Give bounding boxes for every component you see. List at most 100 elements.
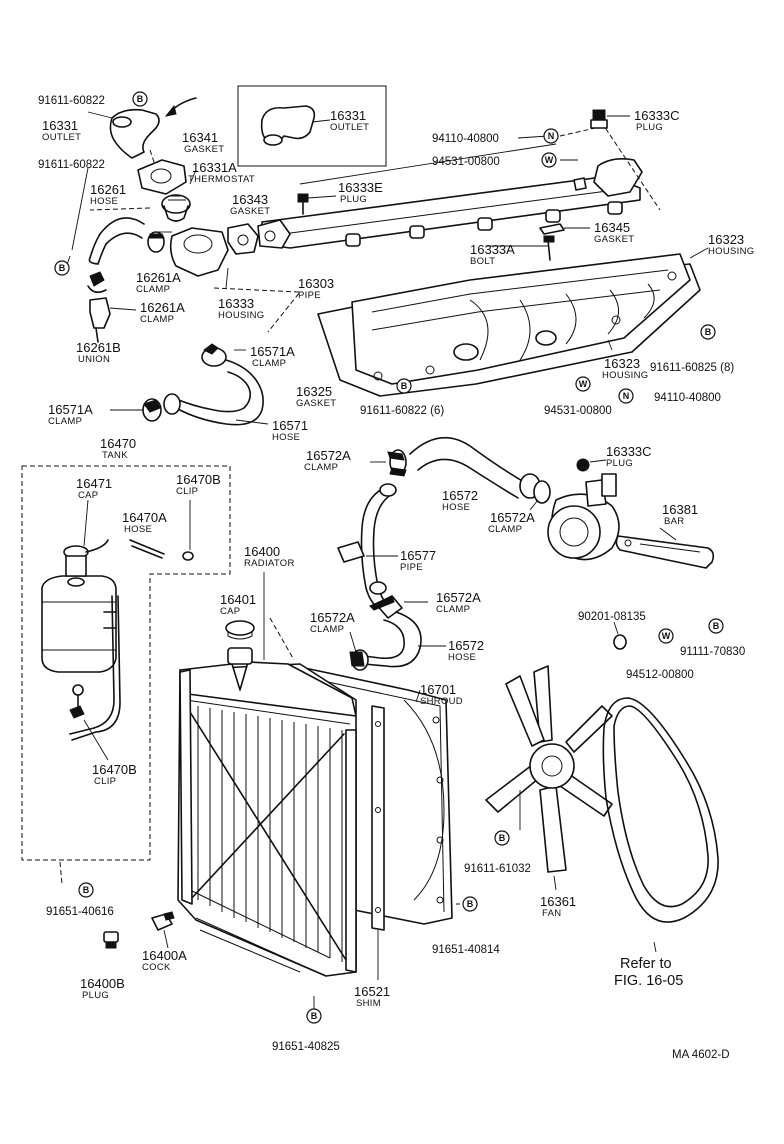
name-16333a: BOLT (470, 256, 495, 267)
label-9165140814: 91651-40814 (432, 944, 500, 956)
union-16261b (89, 297, 137, 343)
name-16331-outlet: OUTLET (42, 132, 81, 143)
svg-text:N: N (623, 391, 630, 401)
label-16381: 16381 (662, 502, 698, 517)
label-16303: 16303 (298, 276, 334, 291)
label-16572a-3: 16572A (436, 590, 481, 605)
hose-16572-upper (370, 436, 551, 511)
name-16400b: PLUG (82, 990, 109, 1001)
label-16343: 16343 (232, 192, 268, 207)
name-16572a-1: CLAMP (304, 462, 338, 473)
badge-b-fan: B (494, 830, 510, 846)
label-9161161032: 91611-61032 (464, 863, 531, 875)
name-16333c-b: PLUG (606, 458, 633, 469)
label-9161160825: 91611-60825 (8) (650, 362, 734, 374)
label-16572-1: 16572 (442, 488, 478, 503)
badge-b-bottom: B (306, 1008, 322, 1024)
label-16331-outlet: 16331 (42, 118, 78, 133)
name-16400: RADIATOR (244, 558, 295, 569)
label-16400b: 16400B (80, 976, 125, 991)
name-16571a-2: CLAMP (48, 416, 82, 427)
name-16572-2: HOSE (448, 652, 476, 663)
label-9020108135: 90201-08135 (578, 611, 646, 623)
label-16701: 16701 (420, 682, 456, 697)
reserve-tank (41, 499, 117, 707)
top-right-leaders (299, 135, 578, 247)
water-pump (547, 458, 620, 561)
label-16333e: 16333E (338, 180, 383, 195)
shim-16521 (371, 705, 385, 980)
clip-16470b (69, 500, 191, 761)
tank-group-frame (21, 465, 231, 861)
label-16331a: 16331A (192, 160, 237, 175)
label-9411040800-b: 94110-40800 (654, 392, 721, 404)
name-16471: CAP (78, 490, 98, 501)
name-16521: SHIM (356, 998, 381, 1009)
svg-text:B: B (705, 327, 712, 337)
radiator-16400 (177, 572, 357, 977)
washer-90201 (613, 621, 627, 650)
label-9165140616: 91651-40616 (46, 906, 114, 918)
label-16577: 16577 (400, 548, 436, 563)
name-16400a: COCK (142, 962, 171, 973)
cap-16401 (225, 620, 255, 640)
label-16325: 16325 (296, 384, 332, 399)
label-16261: 16261 (90, 182, 126, 197)
svg-text:N: N (548, 131, 555, 141)
label-9161160822-mid: 91611-60822 (38, 159, 105, 171)
label-16571a-2: 16571A (48, 402, 93, 417)
label-16471: 16471 (76, 476, 112, 491)
label-16361: 16361 (540, 894, 576, 909)
svg-text:B: B (137, 94, 144, 104)
housing-16333 (169, 223, 259, 277)
name-16333: HOUSING (218, 310, 264, 321)
svg-text:W: W (545, 155, 554, 165)
name-16325: GASKET (296, 398, 336, 409)
svg-text:B: B (401, 381, 408, 391)
name-16401: CAP (220, 606, 240, 617)
name-16577: PIPE (400, 562, 423, 573)
label-16331-inset: 16331 (330, 108, 366, 123)
hose-16261 (88, 217, 165, 265)
name-16261a-1: CLAMP (136, 284, 170, 295)
name-16331-inset: OUTLET (330, 122, 369, 133)
badge-b-left: B (54, 260, 70, 276)
name-16572a-3: CLAMP (436, 604, 470, 615)
name-16261b: UNION (78, 354, 110, 365)
name-16331a: THERMOSTAT (188, 174, 255, 185)
pipe-16577 (337, 483, 398, 609)
name-16261: HOSE (90, 196, 118, 207)
label-9453100800-b: 94531-00800 (544, 405, 612, 417)
part-labels: 91611-60822 16331 OUTLET 91611-60822 163… (38, 95, 754, 1061)
label-9165140825: 91651-40825 (272, 1041, 340, 1053)
label-16345: 16345 (594, 220, 630, 235)
cock-16400a (151, 911, 175, 949)
hose-16470a (69, 539, 194, 741)
tank-leader (59, 861, 63, 885)
gasket-16341 (137, 159, 187, 195)
svg-text:B: B (713, 621, 720, 631)
svg-text:B: B (467, 899, 474, 909)
refer-to-text: Refer to (620, 956, 672, 972)
water-outlet-part (87, 97, 197, 181)
label-16572a-1: 16572A (306, 448, 351, 463)
badge-b-bolt: B (708, 618, 724, 634)
plug-16400b (103, 931, 119, 949)
label-16521: 16521 (354, 984, 390, 999)
svg-text:B: B (83, 885, 90, 895)
badge-b-right: B (700, 324, 716, 340)
pipe-16303 (257, 125, 661, 249)
clamp-16261a-lower (87, 271, 107, 294)
name-16470b-1: CLIP (176, 486, 198, 497)
label-16571a-1: 16571A (250, 344, 295, 359)
label-16470: 16470 (100, 436, 136, 451)
label-16572a-2: 16572A (490, 510, 535, 525)
name-16323-lower: HOUSING (602, 370, 648, 381)
figure-code: MA 4602-D (672, 1049, 730, 1061)
name-16470a: HOSE (124, 524, 152, 535)
thermostat-part (161, 194, 191, 222)
inset-box (237, 85, 387, 167)
name-16470: TANK (102, 450, 128, 461)
name-16701: SHROUD (420, 696, 463, 707)
bar-16381 (615, 527, 715, 569)
